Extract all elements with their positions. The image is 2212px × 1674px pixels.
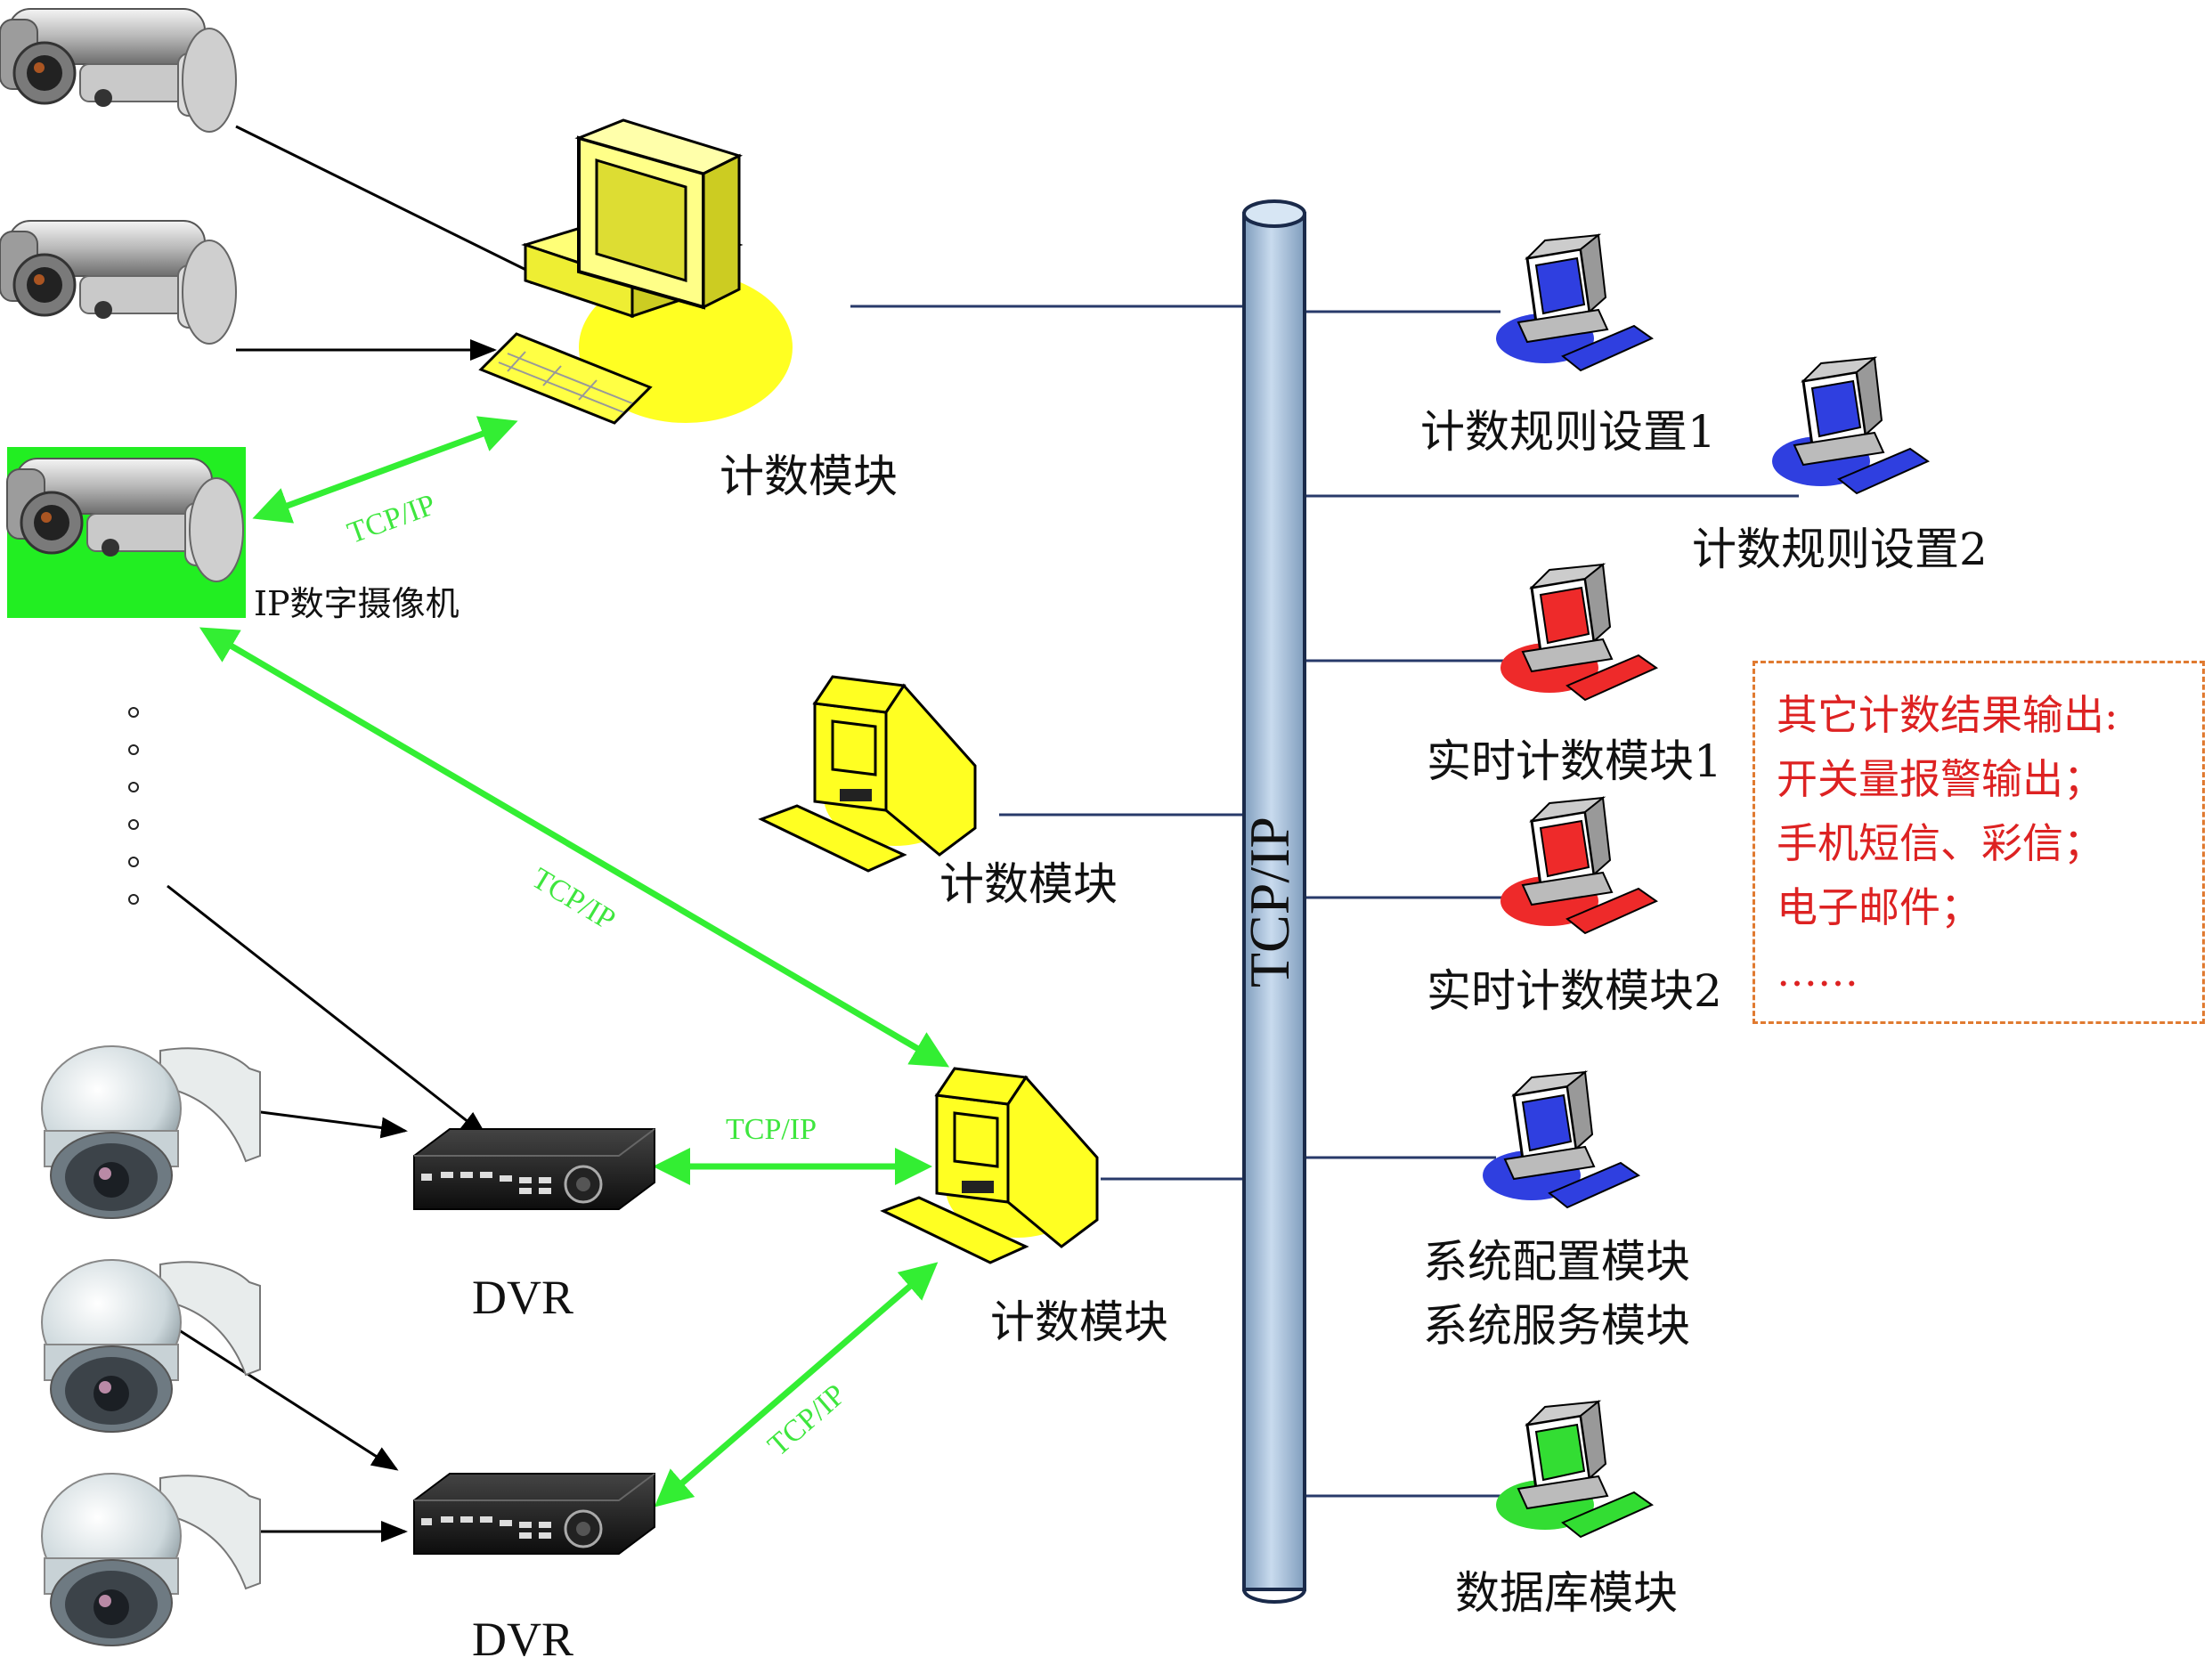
computer-icon <box>1496 1400 1655 1539</box>
dvr-icon <box>412 1472 656 1556</box>
label-sys-service: 系统服务模块 <box>1423 1300 1690 1352</box>
label-rule-setting-2: 计数规则设置2 <box>1692 524 1988 575</box>
label-counting-module-top: 计数模块 <box>720 451 898 502</box>
note-line: 电子邮件； <box>1777 883 1981 931</box>
output-note-box: 其它计数结果输出: 开关量报警输出； 手机短信、彩信； 电子邮件； …… <box>1753 661 2205 1024</box>
dome-camera-icon <box>41 1045 261 1219</box>
label-counting-module-mid: 计数模块 <box>939 858 1118 910</box>
ellipsis-dots <box>128 707 139 905</box>
label-sys-config: 系统配置模块 <box>1423 1236 1690 1288</box>
label-ip-camera: IP数字摄像机 <box>254 584 459 623</box>
label-tcp-link-dvr1: TCP/IP <box>726 1113 817 1146</box>
label-dvr-2: DVR <box>472 1613 574 1666</box>
label-database: 数据库模块 <box>1455 1567 1678 1619</box>
computer-icon <box>1500 796 1659 935</box>
bullet-camera-icon <box>0 7 238 134</box>
dvr-icon <box>412 1127 656 1211</box>
label-rule-setting-1: 计数规则设置1 <box>1420 406 1716 458</box>
note-line: 开关量报警输出； <box>1777 755 2104 803</box>
computer-icon <box>479 118 794 425</box>
label-bus-tcpip: TCP/IP <box>1238 816 1302 988</box>
note-line: 手机短信、彩信； <box>1777 819 2104 867</box>
label-dvr-1: DVR <box>472 1271 574 1324</box>
label-counting-module-bottom: 计数模块 <box>990 1296 1168 1348</box>
dome-camera-icon <box>41 1473 261 1646</box>
computer-icon <box>1496 233 1655 372</box>
bullet-camera-icon <box>0 219 238 345</box>
note-line: 其它计数结果输出: <box>1777 691 2118 739</box>
note-line: …… <box>1777 947 1858 995</box>
computer-icon <box>1772 356 1931 495</box>
label-realtime-1: 实时计数模块1 <box>1427 735 1722 787</box>
dome-camera-icon <box>41 1259 261 1433</box>
computer-icon <box>1500 563 1659 702</box>
computer-icon <box>1483 1070 1641 1209</box>
label-realtime-2: 实时计数模块2 <box>1427 965 1722 1017</box>
computer-icon <box>760 675 977 873</box>
